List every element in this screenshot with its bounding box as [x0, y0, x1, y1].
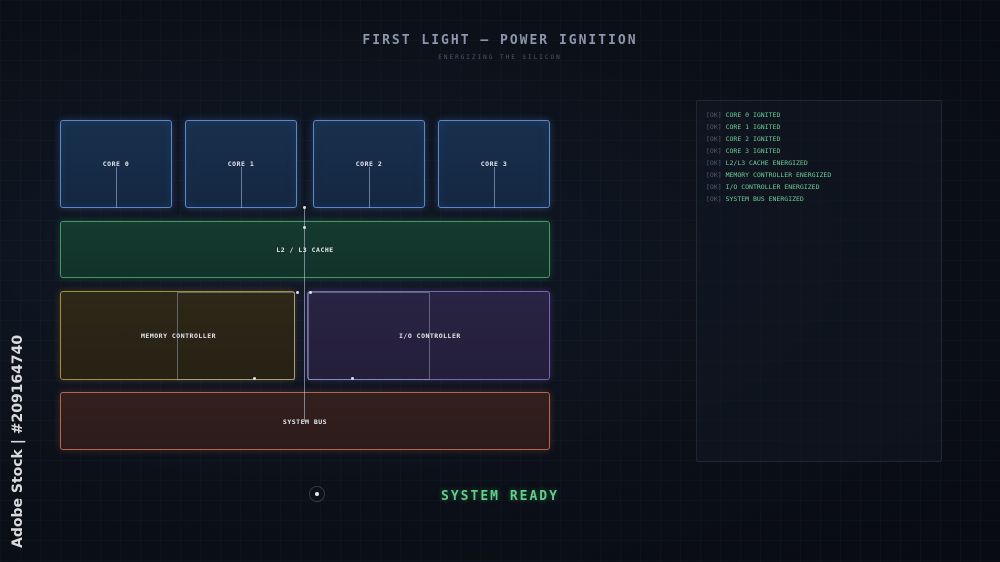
- log-line: [OK] CORE 0 IGNITED: [706, 109, 941, 121]
- stock-watermark-text: Adobe Stock | #209164740: [10, 334, 26, 548]
- central-trace: [304, 207, 305, 422]
- log-tag: [OK]: [706, 171, 722, 179]
- page-subtitle: ENERGIZING THE SILICON: [438, 54, 562, 61]
- log-line: [OK] L2/L3 CACHE ENERGIZED: [706, 157, 941, 169]
- io-controller-overlay: [308, 292, 430, 380]
- cache-block: L2 / L3 CACHE: [60, 221, 550, 278]
- log-tag: [OK]: [706, 111, 722, 119]
- core-0-block: CORE 0: [60, 120, 172, 208]
- core-connector: [116, 167, 117, 208]
- core-label: CORE 3: [480, 160, 508, 168]
- log-tag: [OK]: [706, 183, 722, 191]
- io-controller-block: I/O CONTROLLER: [307, 291, 550, 380]
- page-title: FIRST LIGHT — POWER IGNITION: [362, 33, 638, 48]
- trace-node: [296, 291, 299, 294]
- trace-node: [309, 291, 312, 294]
- system-ready-status: SYSTEM READY: [441, 489, 559, 504]
- trace-node: [303, 226, 306, 229]
- log-message: CORE 3 IGNITED: [725, 147, 781, 155]
- log-tag: [OK]: [706, 123, 722, 131]
- pointer-cursor-icon: [309, 486, 325, 502]
- log-message: SYSTEM BUS ENERGIZED: [725, 195, 804, 203]
- memory-controller-block: MEMORY CONTROLLER: [60, 291, 295, 380]
- log-line: [OK] CORE 2 IGNITED: [706, 133, 941, 145]
- boot-log-panel: [OK] CORE 0 IGNITED [OK] CORE 1 IGNITED …: [696, 100, 942, 462]
- trace-node: [351, 377, 354, 380]
- log-line: [OK] CORE 1 IGNITED: [706, 121, 941, 133]
- log-tag: [OK]: [706, 159, 722, 167]
- core-connector: [369, 167, 370, 208]
- core-3-block: CORE 3: [438, 120, 550, 208]
- memory-controller-label: MEMORY CONTROLLER: [141, 332, 217, 340]
- log-message: CORE 0 IGNITED: [725, 111, 781, 119]
- log-tag: [OK]: [706, 135, 722, 143]
- log-tag: [OK]: [706, 195, 722, 203]
- core-connector: [494, 167, 495, 208]
- core-label: CORE 1: [227, 160, 255, 168]
- log-message: CORE 1 IGNITED: [725, 123, 781, 131]
- trace-node: [303, 206, 306, 209]
- log-line: [OK] CORE 3 IGNITED: [706, 145, 941, 157]
- core-connector: [241, 167, 242, 208]
- log-message: I/O CONTROLLER ENERGIZED: [725, 183, 820, 191]
- stock-watermark: Adobe Stock | #209164740: [6, 300, 30, 550]
- core-2-block: CORE 2: [313, 120, 425, 208]
- memory-controller-overlay: [177, 292, 295, 380]
- io-controller-label: I/O CONTROLLER: [399, 332, 461, 340]
- log-message: MEMORY CONTROLLER ENERGIZED: [725, 171, 832, 179]
- cache-label: L2 / L3 CACHE: [276, 246, 334, 254]
- system-bus-block: SYSTEM BUS: [60, 392, 550, 450]
- core-label: CORE 2: [355, 160, 383, 168]
- log-message: CORE 2 IGNITED: [725, 135, 781, 143]
- core-label: CORE 0: [102, 160, 130, 168]
- log-line: [OK] I/O CONTROLLER ENERGIZED: [706, 181, 941, 193]
- log-tag: [OK]: [706, 147, 722, 155]
- log-line: [OK] MEMORY CONTROLLER ENERGIZED: [706, 169, 941, 181]
- log-message: L2/L3 CACHE ENERGIZED: [725, 159, 808, 167]
- system-bus-label: SYSTEM BUS: [282, 418, 328, 426]
- log-line: [OK] SYSTEM BUS ENERGIZED: [706, 193, 941, 205]
- trace-node: [253, 377, 256, 380]
- core-1-block: CORE 1: [185, 120, 297, 208]
